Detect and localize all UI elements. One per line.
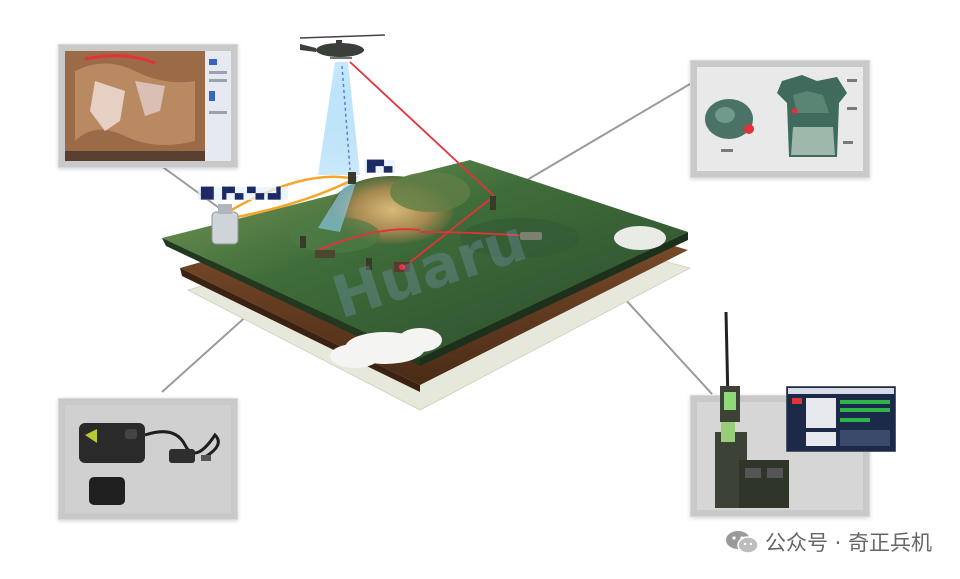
left-node-label: █▌▐▀▄ ▀▄ ▄▌ (198, 187, 288, 200)
data-links (227, 175, 351, 220)
laser-device-image (65, 405, 231, 513)
laser-sight-panel (58, 398, 238, 520)
helicopter-scan-beam (318, 62, 360, 175)
watermark-text: 公众号 · 奇正兵机 (764, 531, 932, 555)
vest-sensor-panel (690, 60, 870, 178)
ground-units (211, 172, 542, 272)
satellite-map-image (65, 51, 231, 161)
vest-sensor-image (697, 67, 863, 171)
terrain-layer (162, 160, 688, 358)
satellite-imagery-panel (58, 44, 238, 168)
clouds (330, 226, 666, 368)
radio-antenna (720, 312, 740, 422)
terminal-screen (786, 386, 896, 452)
sky-node-label: █▀▄ (364, 160, 396, 173)
watermark: 公众号 · 奇正兵机 (725, 527, 932, 557)
wechat-icon (725, 529, 759, 555)
laser-beams (317, 61, 531, 271)
helicopter-icon (299, 34, 386, 59)
